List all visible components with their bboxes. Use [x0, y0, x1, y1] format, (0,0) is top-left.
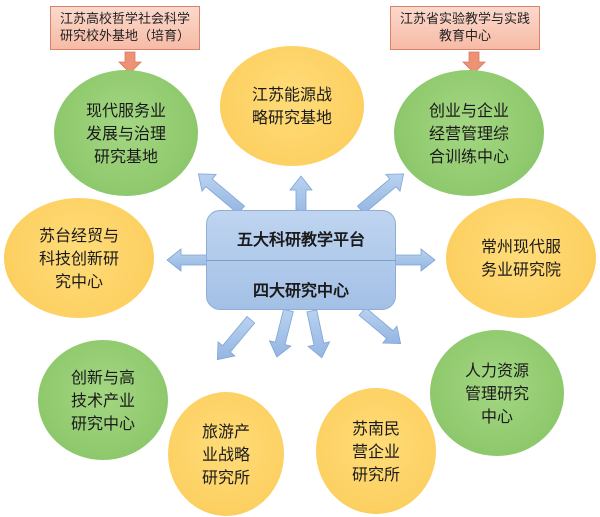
- arrow-left: [166, 248, 212, 272]
- node-energy-strategy-base: 江苏能源战 略研究基地: [220, 46, 364, 166]
- arrow-down-left-2: [268, 308, 294, 358]
- node-tourism-institute: 旅游产 业战略 研究所: [168, 392, 284, 516]
- callout-arrow-left: [118, 51, 142, 74]
- node-hr-management-center: 人力资源 管理研究 中心: [430, 330, 564, 456]
- callout-philosophy-base: 江苏高校哲学社会科学 研究校外基地（培育）: [50, 6, 200, 50]
- node-innovation-hightech-center: 创新与高 技术产业 研究中心: [38, 340, 168, 460]
- node-changzhou-institute: 常州现代服 务业研究院: [446, 198, 596, 318]
- arrow-right: [390, 248, 436, 272]
- center-title-bottom: 四大研究中心: [252, 281, 349, 300]
- node-private-enterprise-institute: 苏南民 营企业 研究所: [316, 388, 436, 514]
- arrow-down-right-2: [306, 309, 331, 359]
- callout-arrow-right: [462, 51, 486, 74]
- arrow-down-right: [358, 307, 402, 345]
- arrow-up-right: [356, 173, 405, 215]
- arrow-up-left: [197, 173, 246, 215]
- platform-arrows: [166, 173, 436, 361]
- center-divider: [206, 260, 396, 261]
- callout-experimental-center: 江苏省实验教学与实践 教育中心: [390, 6, 540, 50]
- node-modern-service-base: 现代服务业 发展与治理 研究基地: [54, 70, 198, 196]
- center-title-top: 五大科研教学平台: [236, 230, 365, 249]
- arrow-down-left: [216, 315, 256, 361]
- node-sutai-trade-center: 苏台经贸与 科技创新研 究中心: [4, 198, 154, 318]
- node-entrepreneurship-center: 创业与企业 经营管理综 合训练中心: [394, 70, 544, 196]
